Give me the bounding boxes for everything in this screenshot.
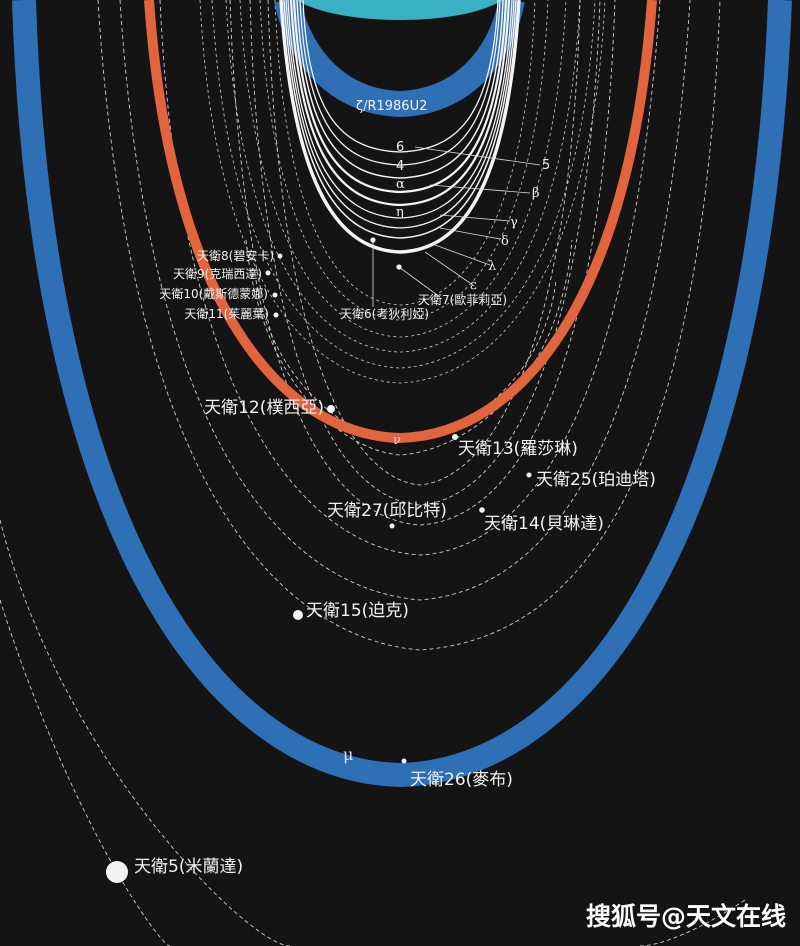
- orbit-outer-1: [0, 599, 171, 946]
- moon-portia-label: 天衛12(樸西亞): [204, 398, 324, 418]
- ring-zeta-label: ζ/R1986U2: [356, 99, 427, 114]
- ring-eta-label: η: [396, 205, 404, 220]
- ring-mu-label: μ: [343, 745, 353, 764]
- moon-dots: [106, 237, 532, 883]
- orbit-outer-2: [0, 519, 291, 946]
- moon-rosalind: [452, 434, 458, 440]
- moon-rosalind-label: 天衛13(羅莎琳): [458, 439, 578, 459]
- ring-delta-label: δ: [501, 234, 509, 249]
- moon-cordelia-label: 天衛6(考狄利婭): [340, 307, 429, 321]
- moon-mab-label: 天衛26(麥布): [410, 770, 513, 790]
- orbit-a: [119, 0, 691, 601]
- orbit-puck: [97, 0, 721, 651]
- moon-desdemona: [272, 292, 278, 298]
- moon-perdita-label: 天衛25(珀迪塔): [536, 470, 656, 490]
- moon-puck-label: 天衛15(迫克): [306, 601, 409, 621]
- moon-juliet-label: 天衛11(茱麗葉): [184, 307, 269, 321]
- ring-4-label: 4: [396, 159, 404, 174]
- moon-desdemona-label: 天衛10(戴斯德蒙娜): [159, 286, 268, 301]
- moon-juliet: [273, 312, 279, 318]
- watermark: 搜狐号@天文在线: [586, 902, 786, 931]
- moon-cupid: [389, 523, 395, 529]
- moon-cressida: [265, 270, 271, 276]
- moon-mab: [401, 758, 407, 764]
- moon-perdita: [526, 472, 532, 478]
- ring-nu-label: ν: [393, 433, 401, 448]
- orbit-outer-3: [639, 899, 746, 946]
- moon-puck: [293, 610, 303, 620]
- mu-ring: [12, 0, 792, 788]
- ring-5-label: 5: [542, 158, 550, 173]
- nu-ring: [144, 0, 657, 444]
- moon-ophelia-label: 天衛7(歐菲莉亞): [418, 292, 507, 307]
- leader-lines: [372, 146, 541, 307]
- ring-alpha-label: α: [396, 177, 405, 192]
- white-rings: [279, 0, 521, 254]
- ring-epsilon-label: ε: [470, 278, 477, 293]
- ring-6-label: 6: [396, 140, 404, 155]
- moon-miranda-label: 天衛5(米蘭達): [134, 857, 243, 877]
- moon-cupid-label: 天衛27(邱比特): [327, 501, 447, 521]
- uranus-planet: [296, 0, 503, 20]
- orbit-e: [267, 0, 581, 486]
- orbit-b: [159, 0, 661, 556]
- moon-portia: [327, 405, 335, 413]
- moon-bianca-label: 天衛8(碧安卡): [197, 248, 274, 263]
- inner-orbits: [199, 0, 606, 384]
- moon-belinda-label: 天衛14(貝琳達): [484, 514, 604, 534]
- ring-gamma-label: γ: [510, 215, 518, 230]
- moon-ophelia: [396, 264, 402, 270]
- moon-cordelia: [370, 237, 376, 243]
- moon-bianca: [277, 253, 283, 259]
- ring-lambda-label: λ: [488, 259, 496, 274]
- ring-beta-label: β: [532, 186, 540, 201]
- moon-miranda: [106, 861, 128, 883]
- moon-cressida-label: 天衛9(克瑞西達): [173, 267, 262, 281]
- moon-belinda: [479, 507, 485, 513]
